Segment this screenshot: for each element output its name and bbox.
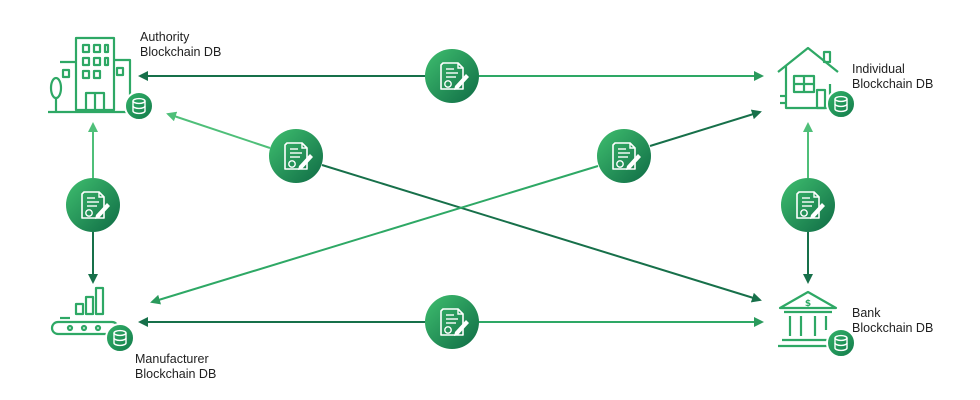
dollar-sign-icon: $ [805, 299, 811, 309]
document-certificate-icon [66, 178, 120, 232]
manufacturer-database-icon [105, 323, 135, 353]
document-certificate-icon [781, 178, 835, 232]
authority-database-icon [124, 91, 154, 121]
bank-label-line2: Blockchain DB [852, 321, 934, 335]
authority-label-line2: Blockchain DB [140, 45, 222, 59]
document-badges [66, 49, 835, 349]
bank-label: Bank Blockchain DB [852, 306, 933, 336]
document-certificate-icon [269, 129, 323, 183]
document-certificate-icon [425, 295, 479, 349]
manufacturer-label: Manufacturer Blockchain DB [135, 352, 216, 382]
document-certificate-icon [425, 49, 479, 103]
authority-label-line1: Authority [140, 30, 190, 44]
bank-label-line1: Bank [852, 306, 881, 320]
authority-label: Authority Blockchain DB [140, 30, 221, 60]
document-certificate-icon [597, 129, 651, 183]
line-individual-manufacturer-up [649, 109, 762, 147]
connection-lines [88, 71, 813, 327]
individual-house-icon [777, 46, 839, 110]
bank-building-icon [778, 290, 838, 348]
line-bank-authority-down [321, 164, 762, 303]
bank-database-icon [826, 328, 856, 358]
line-individual-manufacturer-down [150, 165, 599, 305]
authority-building-icon [48, 36, 134, 114]
individual-label-line1: Individual [852, 62, 905, 76]
line-bank-authority-up [166, 111, 271, 149]
individual-label-line2: Blockchain DB [852, 77, 934, 91]
manufacturer-factory-icon [50, 286, 120, 336]
manufacturer-label-line2: Blockchain DB [135, 367, 217, 381]
individual-label: Individual Blockchain DB [852, 62, 933, 92]
manufacturer-label-line1: Manufacturer [135, 352, 209, 366]
individual-database-icon [826, 89, 856, 119]
